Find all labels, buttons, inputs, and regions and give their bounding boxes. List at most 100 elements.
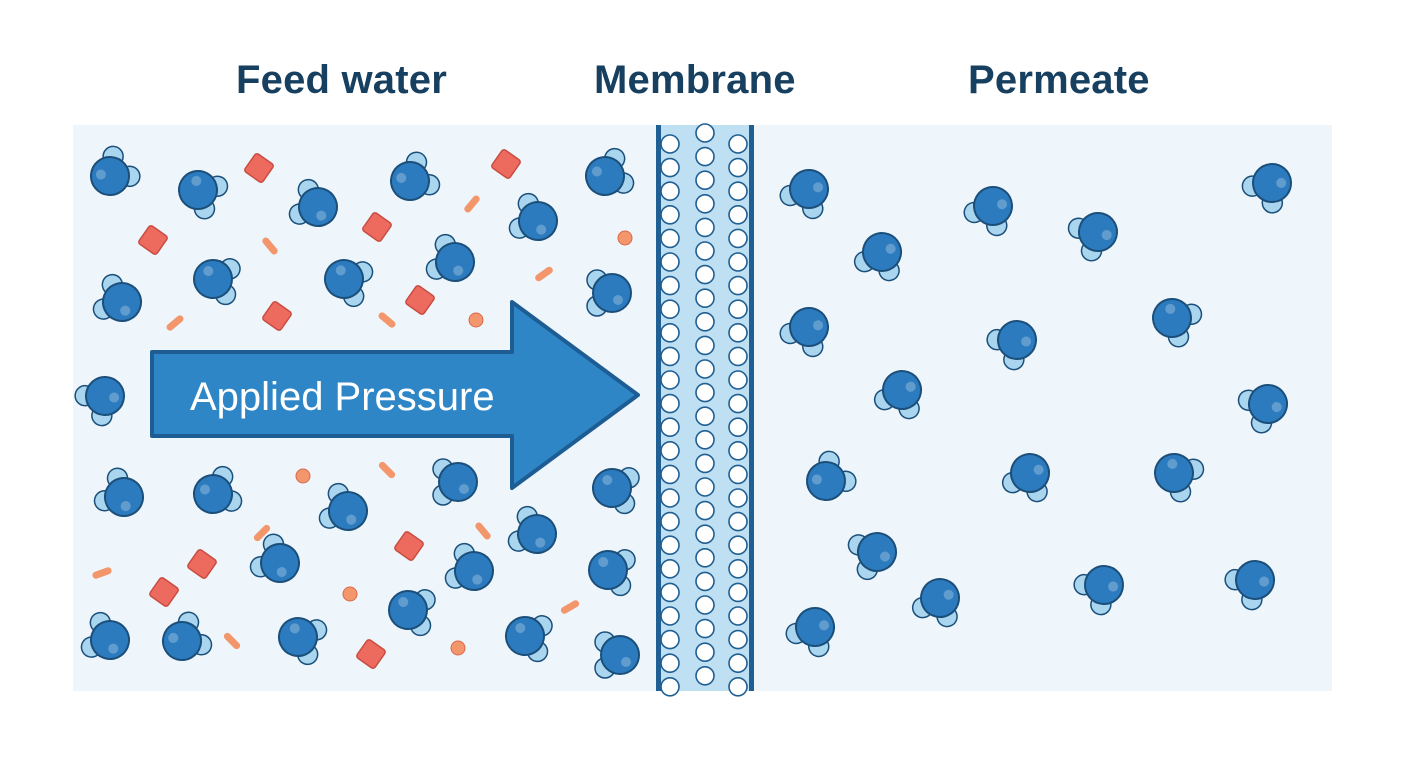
membrane-pore-icon <box>695 170 715 190</box>
membrane-pore-icon <box>728 558 748 579</box>
salt-ion-icon <box>166 315 184 331</box>
membrane-pore-icon <box>728 370 748 390</box>
membrane-pore-icon <box>660 252 680 272</box>
salt-ion-icon <box>378 312 396 328</box>
water-molecule-icon <box>592 467 640 515</box>
membrane-pore-icon <box>695 194 715 214</box>
membrane-pore-icon <box>728 181 748 201</box>
water-molecule-icon <box>507 505 557 554</box>
water-molecule-icon <box>388 589 436 637</box>
membrane-pore-icon <box>660 228 680 249</box>
water-molecule-icon <box>588 549 636 597</box>
membrane-pore-icon <box>695 571 715 592</box>
water-molecule-icon <box>425 233 475 282</box>
membrane-pore-icon <box>660 511 680 532</box>
membrane-pore-icon <box>695 547 715 568</box>
water-molecule-icon <box>779 307 829 358</box>
water-molecule-icon <box>74 376 125 427</box>
membrane-pore-icon <box>695 311 715 332</box>
salt-ion-icon <box>491 149 521 179</box>
water-molecule-icon <box>93 467 144 517</box>
salt-ion-icon <box>617 230 633 246</box>
salt-ion-icon <box>262 301 292 331</box>
membrane-pore-icon <box>728 511 748 532</box>
membrane-pore-icon <box>728 228 748 249</box>
salt-ion-icon <box>535 266 553 282</box>
water-molecule-icon <box>162 611 213 661</box>
salt-ion-icon <box>468 312 484 328</box>
water-molecule-icon <box>1001 453 1050 503</box>
applied-pressure-arrow: Applied Pressure <box>150 300 640 490</box>
salt-ion-icon <box>149 577 179 607</box>
water-molecule-icon <box>779 169 829 220</box>
salt-ion-icon <box>378 461 396 479</box>
salt-ion-icon <box>362 212 392 242</box>
feed-water-molecules <box>74 145 640 679</box>
membrane-pore-icon <box>660 440 680 461</box>
membrane-pore-icon <box>660 535 680 556</box>
salt-ion-icon <box>405 285 435 315</box>
membrane-pore-icon <box>660 299 680 320</box>
membrane-pore-icon <box>660 157 680 178</box>
water-molecule-icon <box>963 186 1013 237</box>
membrane-pore-icon <box>660 629 680 650</box>
membrane-pore-icon <box>660 275 680 296</box>
water-molecule-icon <box>508 192 558 241</box>
membrane-pore-icon <box>660 205 680 225</box>
salt-ion-icon <box>244 153 274 183</box>
water-molecule-icon <box>1224 560 1275 611</box>
membrane-pore-icon <box>660 582 680 603</box>
salt-ion-icon <box>342 586 358 602</box>
membrane-pore-icon <box>660 393 680 414</box>
membrane-pore-icon <box>695 429 715 450</box>
salt-ion-icon <box>187 549 217 579</box>
salt-ion-icon <box>262 237 278 255</box>
membrane-pore-icon <box>695 595 715 615</box>
salt-ion-icon <box>475 522 491 540</box>
permeate-heading: Permeate <box>968 58 1150 102</box>
membrane-pore-icon <box>728 157 748 178</box>
membrane-pore-icon <box>695 665 715 686</box>
salt-ion-icon <box>394 531 424 561</box>
membrane-pore-icon <box>660 464 680 485</box>
membrane-pore-icon <box>695 618 715 639</box>
membrane-pore-icon <box>728 488 748 508</box>
water-molecule-icon <box>80 611 130 660</box>
membrane-pore-icon <box>728 393 748 414</box>
permeate-water-molecules <box>779 163 1292 658</box>
membrane-pore-icon <box>695 524 715 545</box>
membrane-pore-icon <box>660 322 680 343</box>
membrane-pore-icon <box>728 653 748 674</box>
membrane-pore-icon <box>728 275 748 296</box>
water-molecule-icon <box>785 607 835 658</box>
salt-ion-icon <box>560 600 580 614</box>
membrane-pore-icon <box>695 500 715 521</box>
salt-ion-icon <box>223 632 241 650</box>
salt-ion-icon <box>464 195 480 213</box>
water-molecule-icon <box>1152 298 1203 348</box>
water-molecule-icon <box>92 273 142 322</box>
permeate-panel <box>752 125 1332 691</box>
water-molecule-icon <box>911 578 960 628</box>
water-molecule-icon <box>806 450 857 501</box>
salt-ion-icon <box>138 225 168 255</box>
membrane-pore-icon <box>728 346 748 367</box>
water-molecule-icon <box>444 542 494 591</box>
membrane-pore-icon <box>660 676 680 697</box>
membrane-pores <box>660 123 748 697</box>
membrane <box>656 123 754 697</box>
water-molecule-icon <box>1067 212 1118 262</box>
membrane-pore-icon <box>660 370 680 390</box>
membrane-pore-icon <box>728 205 748 225</box>
membrane-pore-icon <box>695 453 715 474</box>
water-molecule-icon <box>278 617 328 666</box>
water-molecule-icon <box>853 232 902 282</box>
membrane-pore-icon <box>728 417 748 438</box>
membrane-pore-icon <box>728 252 748 272</box>
membrane-pore-icon <box>660 488 680 508</box>
membrane-pore-icon <box>695 123 715 143</box>
membrane-pore-icon <box>695 217 715 238</box>
water-molecule-icon <box>585 147 635 196</box>
water-molecule-icon <box>432 458 478 506</box>
